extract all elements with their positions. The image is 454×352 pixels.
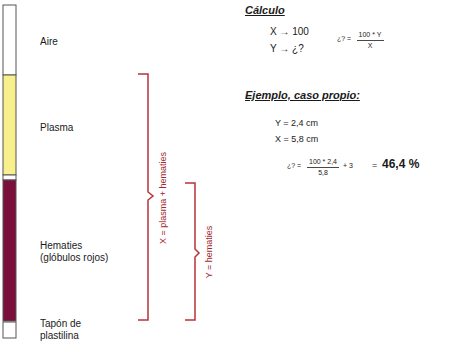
formula-text: ¿? =	[287, 162, 301, 170]
fraction-numerator: 100 * 2,4	[309, 158, 337, 166]
measurement-value: Y = 2,4 cm	[275, 118, 318, 129]
measurement-value: X = 5,8 cm	[275, 134, 318, 145]
bracket-label: X = plasma + hematies	[158, 152, 169, 244]
red-cell-segment	[3, 180, 16, 321]
segment-label: Hematies (glóbulos rojos)	[40, 240, 124, 264]
segment-label: Tapón de plastilina	[40, 318, 100, 342]
result-value: 46,4 %	[382, 157, 419, 171]
formula-text: ¿? =	[337, 35, 351, 43]
bracket-y	[185, 183, 199, 320]
air-segment	[3, 5, 16, 75]
plug-segment	[3, 322, 16, 338]
fraction-numerator: 100 * Y	[359, 31, 382, 39]
fraction-denominator: 5,8	[318, 169, 328, 177]
bracket-label: Y = hematies	[204, 226, 215, 279]
fraction-bar	[307, 167, 339, 168]
fraction-denominator: X	[368, 42, 373, 50]
plasma-segment	[3, 75, 16, 175]
proportion-line: Y → ¿?	[270, 43, 304, 55]
segment-label: Aire	[40, 36, 58, 48]
formula-text: =	[372, 160, 377, 171]
formula-text: + 3	[343, 162, 353, 170]
bracket-x	[138, 74, 153, 320]
section-heading: Ejemplo, caso propio:	[245, 89, 360, 102]
segment-label: Plasma	[40, 122, 73, 134]
section-heading: Cálculo	[245, 4, 285, 17]
proportion-line: X → 100	[270, 26, 309, 38]
fraction-bar	[357, 40, 384, 41]
buffy-coat	[3, 175, 16, 180]
hematocrit-tube	[3, 5, 16, 338]
